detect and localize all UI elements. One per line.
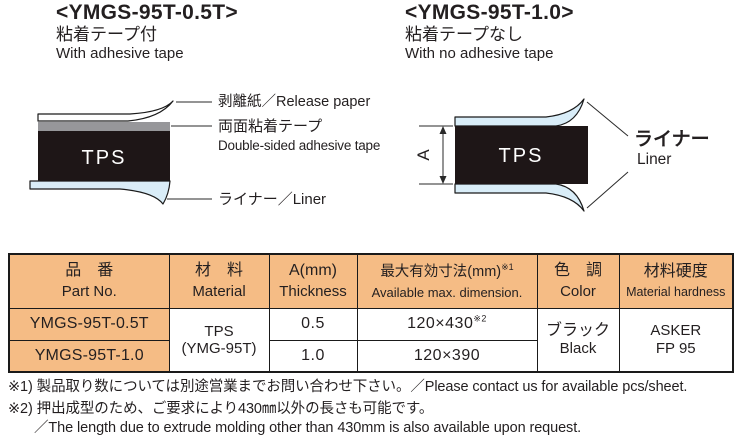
cell-thickness: 1.0: [268, 339, 358, 373]
header-material: 材 料 Material: [168, 253, 270, 309]
tps-block-label: TPS: [82, 147, 127, 169]
footnote-2: ※2) 押出成型のため、ご要求により430㎜以外の長さも可能です。: [8, 401, 434, 417]
leader-line-liner-top: [586, 101, 629, 137]
tps-block-label: TPS: [499, 145, 544, 167]
adhesive-tape-label-en: Double-sided adhesive tape: [218, 138, 381, 153]
header-thickness-en: Thickness: [279, 283, 347, 301]
header-material-en: Material: [192, 283, 246, 301]
footnote-2-continued: ／The length due to extrude molding other…: [34, 420, 582, 436]
product-title: <YMGS-95T-1.0>: [405, 1, 574, 24]
liner-shape: [29, 180, 171, 205]
leader-line-liner-bottom: [586, 171, 629, 209]
hardness-line1: ASKER: [650, 321, 702, 339]
header-color-en: Color: [560, 283, 596, 301]
product-subtitle-jp: 粘着テープなし: [405, 25, 523, 44]
diagram-no-tape: TPS A: [414, 98, 629, 212]
liner-label-en: Liner: [637, 151, 672, 168]
table-header-row: 品 番 Part No. 材 料 Material A(mm) Thicknes…: [8, 253, 734, 309]
product-subtitle-jp: 粘着テープ付: [56, 25, 157, 44]
dimension-arrowhead-down: [439, 176, 447, 184]
specification-table: 品 番 Part No. 材 料 Material A(mm) Thicknes…: [8, 253, 734, 373]
dimension-arrowhead-up: [439, 126, 447, 134]
table-row: YMGS-95T-1.0 1.0 120×390: [8, 339, 733, 373]
header-material-jp: 材 料: [194, 262, 243, 280]
cell-thickness: 0.5: [268, 307, 358, 341]
header-hardness: 材料硬度 Material hardness: [618, 253, 734, 309]
hardness-line2: FP 95: [655, 339, 696, 357]
cell-dimension: 120×390: [356, 339, 538, 373]
release-paper-label: 剥離紙／Release paper: [218, 94, 371, 110]
cell-color: ブラック Black: [536, 307, 620, 373]
header-thickness: A(mm) Thickness: [268, 253, 358, 309]
cell-part-no: YMGS-95T-1.0: [8, 339, 170, 373]
adhesive-tape-label-jp: 両面粘着テープ: [218, 118, 323, 135]
cell-hardness: ASKER FP 95: [618, 307, 734, 373]
header-max-dimension-jp: 最大有効寸法(mm)※1: [380, 261, 514, 280]
color-en: Black: [559, 340, 597, 358]
release-paper-shape: [37, 100, 174, 122]
product-header-1.0: <YMGS-95T-1.0> 粘着テープなし With no adhesive …: [405, 1, 574, 63]
header-max-dimension: 最大有効寸法(mm)※1 Available max. dimension.: [356, 253, 538, 309]
tps-block: [455, 126, 588, 184]
cell-part-no: YMGS-95T-0.5T: [8, 307, 170, 341]
header-hardness-en: Material hardness: [626, 284, 726, 299]
header-color: 色 調 Color: [536, 253, 620, 309]
liner-bottom-shape: [454, 183, 585, 212]
header-max-dimension-en: Available max. dimension.: [371, 284, 523, 300]
footnote-ref-1: ※1: [501, 261, 514, 272]
material-grade: (YMG-95T): [181, 339, 257, 357]
header-part-no: 品 番 Part No.: [8, 253, 170, 309]
product-subtitle-en: With no adhesive tape: [405, 45, 554, 62]
header-part-no-jp: 品 番: [65, 262, 114, 280]
header-hardness-jp: 材料硬度: [643, 262, 708, 280]
cell-dimension: 120×430※2: [356, 307, 538, 341]
tps-block: [38, 131, 170, 181]
header-part-no-en: Part No.: [61, 283, 117, 301]
adhesive-tape-shape: [38, 122, 170, 131]
footnote-1: ※1) 製品取り数については別途営業までお問い合わせ下さい。／Please co…: [8, 379, 688, 395]
color-jp: ブラック: [545, 322, 610, 340]
diagram-with-tape: TPS: [29, 100, 212, 205]
product-subtitle-en: With adhesive tape: [56, 45, 184, 62]
liner-top-shape: [454, 98, 585, 127]
material-name: TPS: [204, 322, 234, 340]
header-color-jp: 色 調: [553, 262, 602, 280]
product-header-0.5t: <YMGS-95T-0.5T> 粘着テープ付 With adhesive tap…: [56, 1, 238, 63]
dimension-label: A: [414, 149, 433, 161]
header-thickness-jp: A(mm): [289, 262, 337, 280]
cell-material: TPS (YMG-95T): [168, 307, 270, 373]
product-title: <YMGS-95T-0.5T>: [56, 1, 238, 24]
liner-label-jp: ライナー: [634, 129, 710, 150]
footnote-ref-2: ※2: [473, 313, 487, 324]
liner-label: ライナー／Liner: [218, 191, 327, 208]
table-row: YMGS-95T-0.5T TPS (YMG-95T) 0.5 120×430※…: [8, 307, 734, 373]
product-diagrams-canvas: TPS TPS A: [29, 98, 629, 212]
